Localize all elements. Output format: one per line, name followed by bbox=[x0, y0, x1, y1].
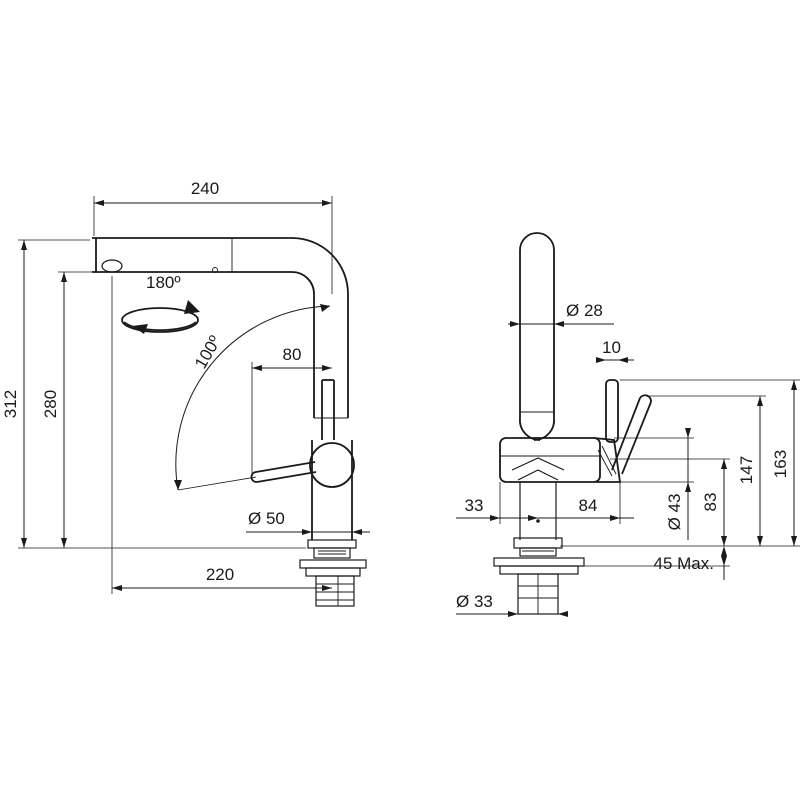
dimension-163: 163 bbox=[620, 379, 800, 546]
dim-240-label: 240 bbox=[191, 179, 219, 198]
left-faucet-outline bbox=[92, 237, 367, 607]
dimension-45-max: 45 Max. bbox=[584, 546, 730, 580]
dim-33-label: 33 bbox=[465, 496, 484, 515]
dim-83-label: 83 bbox=[701, 493, 720, 512]
dim-d43-label: Ø 43 bbox=[665, 494, 684, 531]
rotation-180: 180º bbox=[121, 273, 200, 334]
dimension-84: 84 bbox=[538, 482, 634, 524]
right-faucet-outline bbox=[493, 232, 652, 615]
dim-45-label: 45 Max. bbox=[654, 554, 714, 573]
dim-312-label: 312 bbox=[1, 390, 20, 418]
dimension-d28: Ø 28 bbox=[508, 301, 614, 327]
dimension-280: 280 bbox=[41, 271, 104, 548]
dim-d50-label: Ø 50 bbox=[248, 509, 285, 528]
right-view: Ø 28 10 33 84 bbox=[456, 232, 800, 617]
dimension-10: 10 bbox=[596, 338, 634, 363]
dim-280-label: 280 bbox=[41, 390, 60, 418]
dim-d28-label: Ø 28 bbox=[566, 301, 603, 320]
dim-163-label: 163 bbox=[771, 450, 790, 478]
dimension-312: 312 bbox=[1, 239, 306, 549]
dimension-d33: Ø 33 bbox=[456, 592, 568, 617]
dimension-33: 33 bbox=[456, 482, 538, 524]
dim-d33-label: Ø 33 bbox=[456, 592, 493, 611]
dimension-d43: Ø 43 bbox=[614, 428, 694, 540]
dim-80-label: 80 bbox=[283, 345, 302, 364]
dimension-240: 240 bbox=[93, 179, 333, 294]
dim-180-label: 180º bbox=[146, 273, 181, 292]
dimension-83: 83 bbox=[610, 458, 730, 546]
dimension-220: 220 bbox=[111, 276, 332, 594]
dimension-d50: Ø 50 bbox=[246, 509, 370, 535]
dim-84-label: 84 bbox=[579, 496, 598, 515]
dim-10-label: 10 bbox=[602, 338, 621, 357]
dim-100-label: 100º bbox=[191, 333, 225, 372]
left-view: 240 312 280 180º bbox=[1, 179, 370, 607]
dim-147-label: 147 bbox=[737, 456, 756, 484]
dimension-80: 80 bbox=[251, 345, 332, 474]
dimension-147: 147 bbox=[646, 395, 766, 546]
dim-220-label: 220 bbox=[206, 565, 234, 584]
rotation-arrow-icon bbox=[184, 300, 200, 314]
